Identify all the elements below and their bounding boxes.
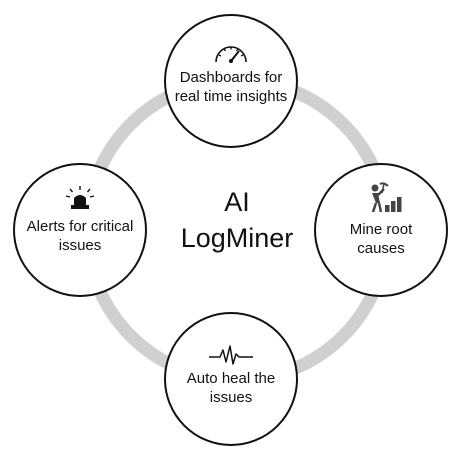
- heartbeat-icon: [209, 345, 253, 365]
- node-auto-heal: Auto heal the issues: [164, 312, 298, 446]
- node-mine-root-causes-label: Mine root causes: [349, 221, 413, 257]
- center-title: AI LogMiner: [137, 184, 337, 256]
- siren-icon: [65, 186, 95, 209]
- node-dashboards-label: Dashboards for real time insights: [174, 69, 288, 105]
- node-alerts-label: Alerts for critical issues: [26, 218, 134, 254]
- gauge-icon: [215, 46, 247, 63]
- node-mine-root-causes: Mine root causes: [314, 163, 448, 297]
- node-auto-heal-label: Auto heal the issues: [186, 370, 276, 406]
- center-title-line2: LogMiner: [180, 223, 294, 253]
- node-dashboards: Dashboards for real time insights: [164, 14, 298, 148]
- miner-icon: [371, 182, 402, 213]
- node-alerts: Alerts for critical issues: [13, 163, 147, 297]
- center-title-line1: AI: [224, 187, 250, 217]
